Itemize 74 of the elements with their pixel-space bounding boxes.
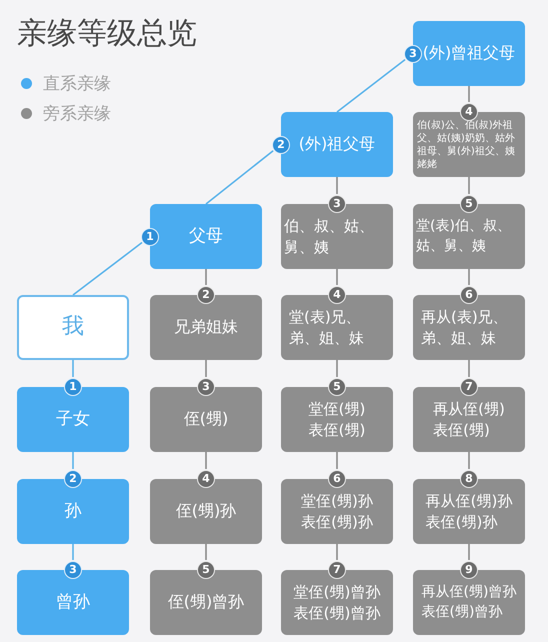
diagram-title: 亲缘等级总览 (17, 16, 197, 52)
degree-badge: 2 (272, 136, 290, 154)
kinship-label: 堂侄(甥) (308, 398, 366, 420)
kinship-label: 表侄(甥)曾孙 (294, 602, 380, 624)
kinship-label: 我 (62, 313, 84, 342)
kinship-label: (外)曾祖父母 (422, 42, 516, 64)
connector-line (72, 452, 74, 469)
connector-line (336, 452, 338, 469)
degree-badge: 8 (460, 470, 478, 488)
kinship-label: 侄(甥)孙 (176, 500, 236, 522)
degree-badge: 4 (197, 470, 215, 488)
connector-line (336, 269, 338, 285)
legend-label: 直系亲缘 (43, 72, 111, 94)
kinship-label: 再从侄(甥)孙 (426, 490, 512, 512)
degree-badge: 4 (460, 103, 478, 121)
connector-line (336, 360, 338, 377)
legend-label: 旁系亲缘 (43, 102, 111, 124)
connector-line (206, 150, 274, 205)
kinship-label: 侄(甥) (184, 408, 228, 430)
degree-badge: 6 (328, 470, 346, 488)
connector-line (468, 86, 470, 102)
connector-line (468, 269, 470, 285)
connector-line (468, 177, 470, 194)
degree-badge: 7 (460, 378, 478, 396)
kinship-label: 再从侄(甥) (433, 398, 505, 420)
kinship-label: 父母 (189, 224, 223, 248)
degree-badge: 3 (328, 195, 346, 213)
degree-badge: 5 (197, 561, 215, 579)
kinship-label: 伯(叔)公、伯(叔)外祖父、姑(姨)奶奶、姑外祖母、舅(外)祖父、姨姥姥 (417, 118, 516, 170)
degree-badge: 9 (460, 561, 478, 579)
degree-badge: 1 (141, 228, 159, 246)
degree-badge: 5 (328, 378, 346, 396)
connector-line (72, 242, 143, 296)
kinship-label: 子女 (56, 408, 90, 431)
connector-line (468, 544, 470, 560)
connector-line (72, 544, 74, 560)
kinship-label: 再从(表)兄、弟、姐、妹 (421, 306, 509, 348)
kinship-label: 堂侄(甥)孙 (301, 490, 373, 512)
kinship-label: 表侄(甥)孙 (301, 512, 373, 532)
degree-badge: 2 (64, 470, 82, 488)
connector-line (468, 452, 470, 469)
degree-badge: 6 (460, 286, 478, 304)
connector-line (468, 360, 470, 377)
degree-badge: 2 (197, 286, 215, 304)
connector-line (336, 58, 406, 113)
degree-badge: 5 (460, 195, 478, 213)
connector-line (205, 544, 207, 560)
connector-line (336, 544, 338, 560)
connector-line (205, 360, 207, 377)
degree-badge: 7 (328, 561, 346, 579)
connector-line (205, 452, 207, 469)
self-box (17, 295, 129, 360)
degree-badge: 4 (328, 286, 346, 304)
kinship-label: 堂侄(甥)曾孙 (294, 582, 380, 602)
kinship-label: (外)祖父母 (298, 133, 376, 156)
degree-badge: 3 (197, 378, 215, 396)
kinship-label: 曾孙 (56, 590, 90, 614)
kinship-label: 表侄(甥) (308, 420, 366, 440)
connector-line (72, 360, 74, 377)
kinship-label: 再从侄(甥)曾孙 (422, 582, 516, 602)
kinship-label: 表侄(甥)孙 (426, 512, 498, 532)
kinship-label: 堂(表)兄、弟、姐、妹 (289, 306, 365, 348)
kinship-label: 孙 (64, 500, 82, 523)
kinship-label: 兄弟姐妹 (174, 316, 238, 338)
connector-line (205, 269, 207, 285)
degree-badge: 3 (404, 44, 422, 62)
kinship-label: 侄(甥)曾孙 (168, 591, 244, 614)
kinship-label: 表侄(甥) (433, 420, 490, 440)
kinship-label: 堂(表)伯、叔、姑、舅、姨 (416, 216, 512, 256)
kinship-label: 表侄(甥)曾孙 (422, 602, 502, 622)
degree-badge: 3 (64, 561, 82, 579)
kinship-label: 伯、叔、姑、舅、姨 (284, 216, 375, 258)
connector-line (336, 177, 338, 194)
degree-badge: 1 (64, 378, 82, 396)
